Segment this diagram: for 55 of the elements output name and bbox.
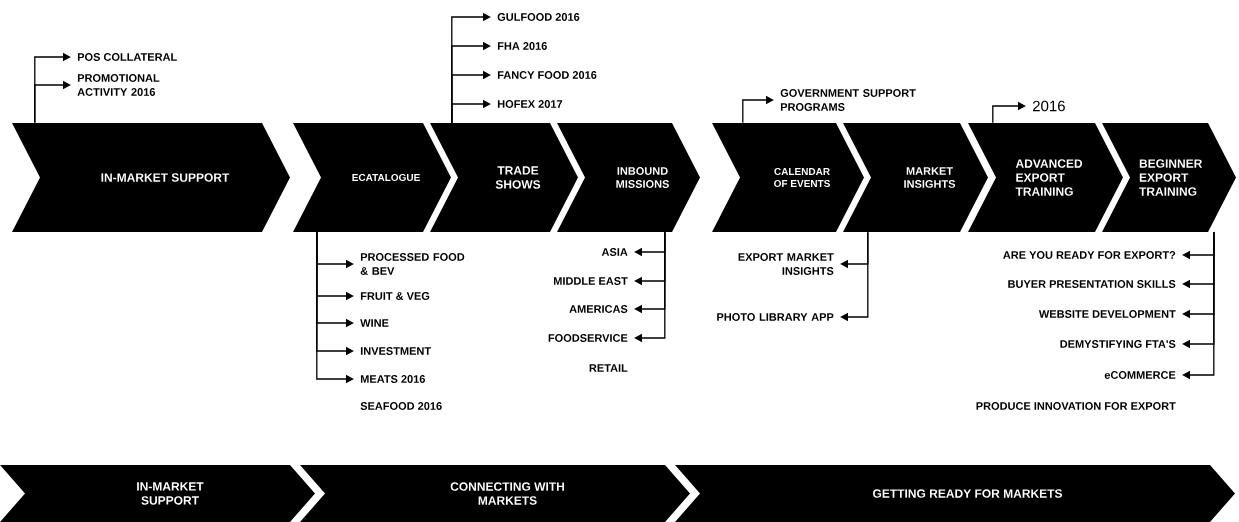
list-item: RETAIL bbox=[589, 364, 628, 372]
arrow bbox=[451, 99, 491, 124]
node-label: ECATALOGUE bbox=[352, 173, 420, 182]
stage-banner: IN-MARKET SUPPORT bbox=[0, 465, 315, 522]
node-label: TRADE SHOWS bbox=[495, 166, 541, 189]
list-item: ASIA bbox=[601, 248, 628, 256]
list-item: DEMYSTIFYING FTA'S bbox=[1060, 340, 1176, 348]
list-item: HOFEX 2017 bbox=[497, 100, 563, 108]
node-label: GETTING READY FOR MARKETS bbox=[873, 489, 1063, 498]
stage-banner: CALENDAR OF EVENTS bbox=[712, 123, 864, 232]
stage-banner: IN-MARKET SUPPORT bbox=[12, 123, 290, 232]
list-item: ARE YOU READY FOR EXPORT? bbox=[1003, 251, 1176, 259]
arrow bbox=[34, 80, 71, 124]
list-item: AMERICAS bbox=[569, 305, 628, 313]
stage-banner: GETTING READY FOR MARKETS bbox=[675, 465, 1235, 522]
list-item: eCOMMERCE bbox=[1104, 371, 1176, 379]
list-item: MIDDLE EAST bbox=[554, 277, 628, 285]
list-item: SEAFOOD 2016 bbox=[360, 402, 442, 410]
stage-banner: BEGINNER EXPORT TRAINING bbox=[1102, 123, 1236, 232]
stage-banner: CONNECTING WITH MARKETS bbox=[300, 465, 690, 522]
list-item: GOVERNMENT SUPPORT PROGRAMS bbox=[780, 89, 916, 111]
list-item: FRUIT & VEG bbox=[360, 292, 430, 300]
stage-banner: TRADE SHOWS bbox=[430, 123, 578, 232]
node-label: ADVANCED EXPORT TRAINING bbox=[1015, 159, 1083, 196]
node-label: MARKET INSIGHTS bbox=[904, 167, 956, 188]
list-item: WINE bbox=[360, 319, 389, 327]
arrow bbox=[840, 231, 869, 322]
stage-banner: ECATALOGUE bbox=[293, 123, 451, 232]
list-item: PRODUCE INNOVATION FOR EXPORT bbox=[976, 402, 1176, 410]
node-label: IN-MARKET SUPPORT bbox=[137, 482, 204, 505]
arrow bbox=[1182, 231, 1215, 380]
node-label: CONNECTING WITH MARKETS bbox=[450, 482, 565, 505]
list-item: POS COLLATERAL bbox=[77, 53, 177, 61]
stage-banner: INBOUND MISSIONS bbox=[557, 123, 700, 232]
arrow bbox=[992, 101, 1026, 124]
list-item: MEATS 2016 bbox=[360, 375, 425, 383]
list-item: EXPORT MARKET INSIGHTS bbox=[738, 253, 834, 275]
list-item: FANCY FOOD 2016 bbox=[497, 71, 597, 79]
list-item: GULFOOD 2016 bbox=[497, 13, 580, 21]
list-item: BUYER PRESENTATION SKILLS bbox=[1008, 280, 1176, 288]
node-label: CALENDAR OF EVENTS bbox=[774, 167, 830, 188]
list-item: PHOTO LIBRARY APP bbox=[717, 313, 834, 321]
arrow bbox=[742, 95, 774, 124]
list-item: FOODSERVICE bbox=[548, 334, 628, 342]
list-item: FHA 2016 bbox=[497, 42, 547, 50]
node-label: BEGINNER EXPORT TRAINING bbox=[1139, 159, 1203, 196]
list-item: INVESTMENT bbox=[360, 347, 431, 355]
list-item: PROMOTIONAL ACTIVITY 2016 bbox=[77, 74, 160, 96]
node-label: INBOUND MISSIONS bbox=[616, 167, 669, 188]
list-item: PROCESSED FOOD & BEV bbox=[360, 253, 465, 275]
stage-banner: ADVANCED EXPORT TRAINING bbox=[968, 123, 1123, 232]
arrow bbox=[634, 231, 666, 343]
list-item: 2016 bbox=[1032, 100, 1065, 112]
list-item: WEBSITE DEVELOPMENT bbox=[1038, 310, 1176, 318]
stage-banner: MARKET INSIGHTS bbox=[843, 123, 988, 232]
